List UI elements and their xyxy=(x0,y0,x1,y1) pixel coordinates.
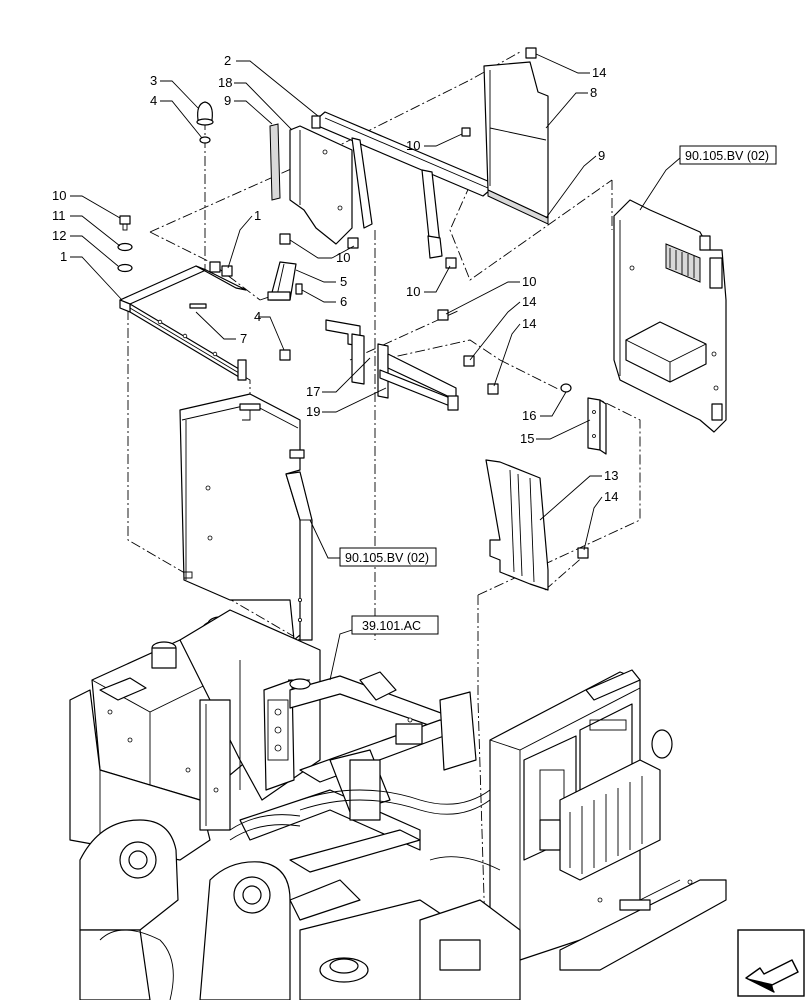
callout-2: 2 xyxy=(224,53,231,68)
callout-6: 6 xyxy=(340,294,347,309)
callout-11: 11 xyxy=(52,208,66,223)
callout-18: 18 xyxy=(218,75,232,90)
right-panel-assembly xyxy=(613,199,727,433)
part-10-11-12-bolt-stack xyxy=(117,215,133,273)
callout-14: 14 xyxy=(522,316,536,331)
assembly-lines xyxy=(127,51,641,931)
part-8-cover-plate xyxy=(483,61,549,225)
callout-14: 14 xyxy=(522,294,536,309)
part-17-19-lower-bracket xyxy=(325,319,459,411)
callout-9: 9 xyxy=(598,148,605,163)
leader-lines xyxy=(70,53,681,681)
middle-panel-assembly xyxy=(179,393,313,641)
part-13-side-panel xyxy=(485,459,549,591)
part-5-latch-bracket xyxy=(267,261,303,301)
callout-7: 7 xyxy=(240,331,247,346)
callout-13: 13 xyxy=(604,468,618,483)
callout-3: 3 xyxy=(150,73,157,88)
callout-1: 1 xyxy=(60,249,67,264)
bolts xyxy=(221,47,589,559)
callout-14: 14 xyxy=(604,489,618,504)
callout-4: 4 xyxy=(254,309,261,324)
callout-19: 19 xyxy=(306,404,320,419)
part-15-small-bracket xyxy=(587,397,607,455)
reference-boxes: 90.105.BV (02) 90.105.BV (02) 39.101.AC xyxy=(339,145,777,635)
callout-15: 15 xyxy=(520,431,534,446)
callout-10: 10 xyxy=(406,284,420,299)
callout-1: 1 xyxy=(254,208,261,223)
callout-10: 10 xyxy=(522,274,536,289)
callout-5: 5 xyxy=(340,274,347,289)
callout-8: 8 xyxy=(590,85,597,100)
ref-label-middle: 90.105.BV (02) xyxy=(345,551,429,565)
navigation-arrow-icon[interactable] xyxy=(737,929,805,997)
part-2-upper-bracket xyxy=(311,111,491,259)
ref-label-top-right: 90.105.BV (02) xyxy=(685,149,769,163)
part-1-frame-bracket xyxy=(119,261,247,381)
callout-17: 17 xyxy=(306,384,320,399)
callout-14: 14 xyxy=(592,65,606,80)
callout-16: 16 xyxy=(522,408,536,423)
part-3-knob xyxy=(196,101,214,144)
callout-9: 9 xyxy=(224,93,231,108)
callout-12: 12 xyxy=(52,228,66,243)
machine-frame-assembly xyxy=(69,609,727,1000)
part-18-panel xyxy=(289,125,353,245)
callout-10: 10 xyxy=(406,138,420,153)
callout-10: 10 xyxy=(52,188,66,203)
callout-labels: 2 18 9 3 4 10 11 12 1 1 10 5 6 7 4 14 8 … xyxy=(52,53,618,504)
part-9-seal-strip-left xyxy=(269,123,281,201)
callout-10: 10 xyxy=(336,250,350,265)
ref-label-frame: 39.101.AC xyxy=(362,619,421,633)
callout-4: 4 xyxy=(150,93,157,108)
